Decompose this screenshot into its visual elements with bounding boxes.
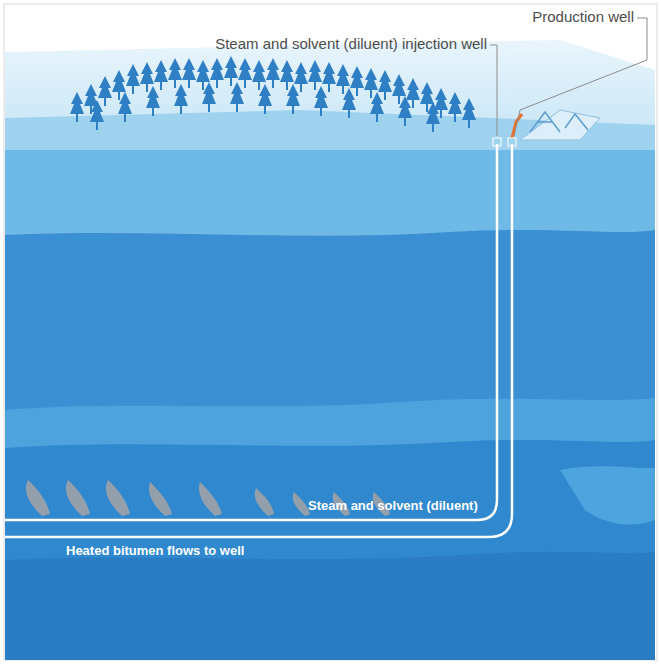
production-well — [5, 144, 512, 537]
injection-well — [5, 144, 497, 520]
leader-line — [514, 18, 647, 136]
flow-label: Heated bitumen flows to well — [66, 543, 244, 559]
leader-line — [490, 45, 497, 136]
flow-label: Steam and solvent (diluent) — [308, 498, 478, 514]
well-pad — [493, 110, 600, 146]
well-label: Steam and solvent (diluent) injection we… — [215, 35, 487, 53]
forest — [70, 56, 476, 132]
well-label: Production well — [532, 8, 634, 26]
